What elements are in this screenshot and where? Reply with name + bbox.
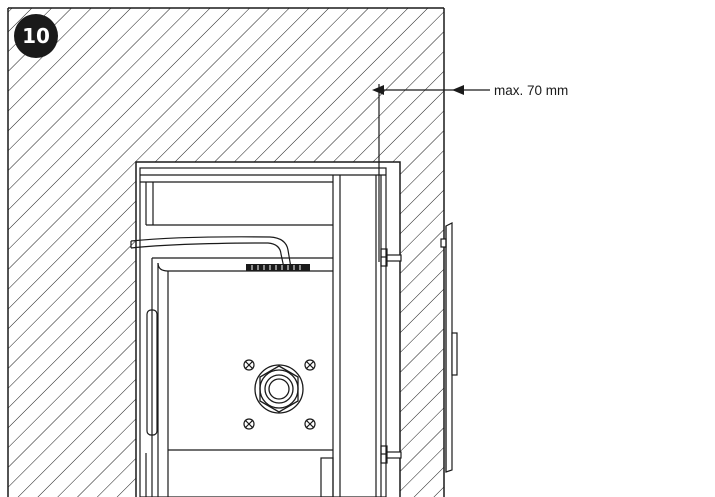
screw-icon xyxy=(243,418,255,430)
recess-outline xyxy=(135,161,401,497)
wall-section xyxy=(8,8,444,497)
screw-icon xyxy=(304,359,316,371)
mounting-bracket xyxy=(380,445,402,464)
gasket-texture xyxy=(251,265,301,270)
chassis xyxy=(145,257,334,497)
dimension-label: max. 70 mm xyxy=(494,83,568,98)
screw-icon xyxy=(243,359,255,371)
step-badge xyxy=(14,14,58,58)
front-cover-plate xyxy=(440,222,458,473)
dimension-arrow-left xyxy=(372,85,384,95)
mounting-bracket xyxy=(380,248,402,267)
cable-gland-icon xyxy=(254,364,304,414)
dimension-marker xyxy=(378,84,490,262)
gasket-strip xyxy=(246,264,310,271)
cable xyxy=(130,236,292,269)
housing xyxy=(139,167,387,497)
screw-icon xyxy=(304,418,316,430)
step-number: 10 xyxy=(22,24,50,48)
dimension-arrow-right xyxy=(452,85,464,95)
